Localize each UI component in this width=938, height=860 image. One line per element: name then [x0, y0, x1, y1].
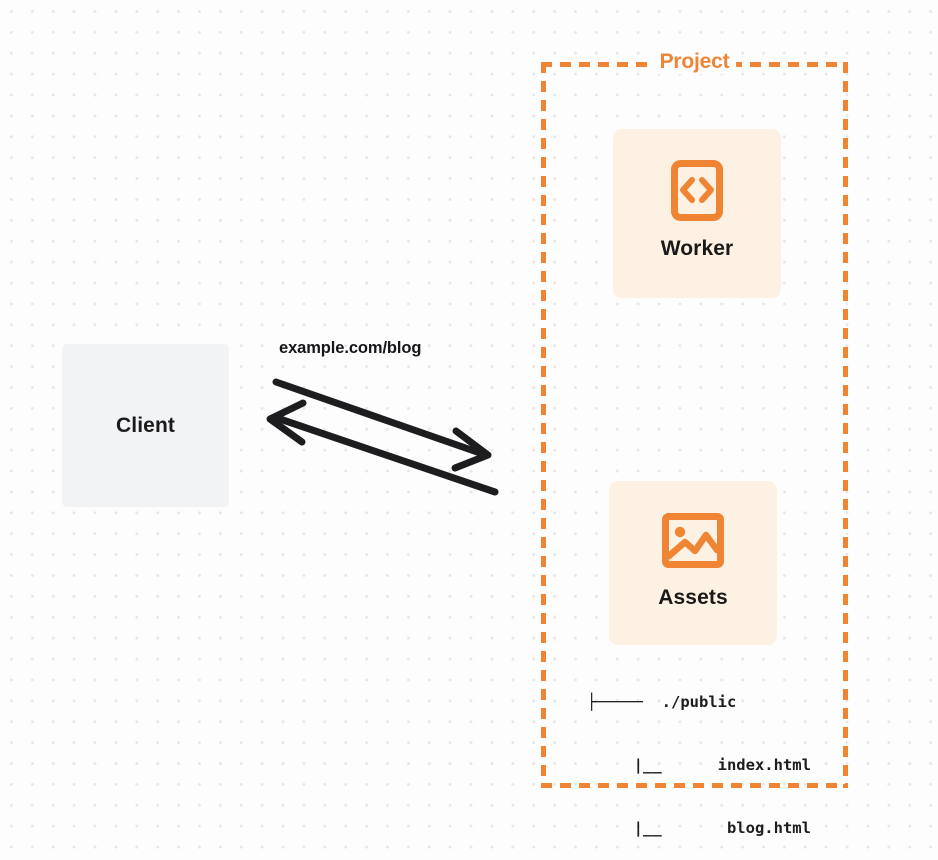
- image-picture-icon: [662, 513, 724, 568]
- client-node[interactable]: Client: [62, 344, 229, 507]
- worker-node[interactable]: Worker: [613, 129, 781, 298]
- project-title: Project: [652, 50, 737, 74]
- code-brackets-icon: [671, 160, 723, 221]
- project-border-left: [541, 62, 546, 788]
- assets-file-tree: ├───── ./public |__ index.html |__ blog.…: [587, 650, 811, 860]
- request-arrow-icon: [272, 378, 492, 472]
- client-node-label: Client: [116, 413, 175, 437]
- file-tree-row: ├───── ./public: [587, 693, 737, 711]
- assets-node-label: Assets: [658, 586, 728, 609]
- project-container: Project Worker Assets: [541, 50, 848, 837]
- project-border-right: [843, 62, 848, 788]
- file-tree-row: |__ blog.html: [587, 819, 811, 837]
- assets-node[interactable]: Assets: [609, 481, 777, 645]
- connection-url-label: example.com/blog: [279, 339, 422, 357]
- worker-node-label: Worker: [660, 237, 734, 260]
- project-border-bottom: [541, 783, 848, 788]
- response-arrow-icon: [266, 399, 499, 496]
- file-tree-row: |__ index.html: [587, 756, 811, 774]
